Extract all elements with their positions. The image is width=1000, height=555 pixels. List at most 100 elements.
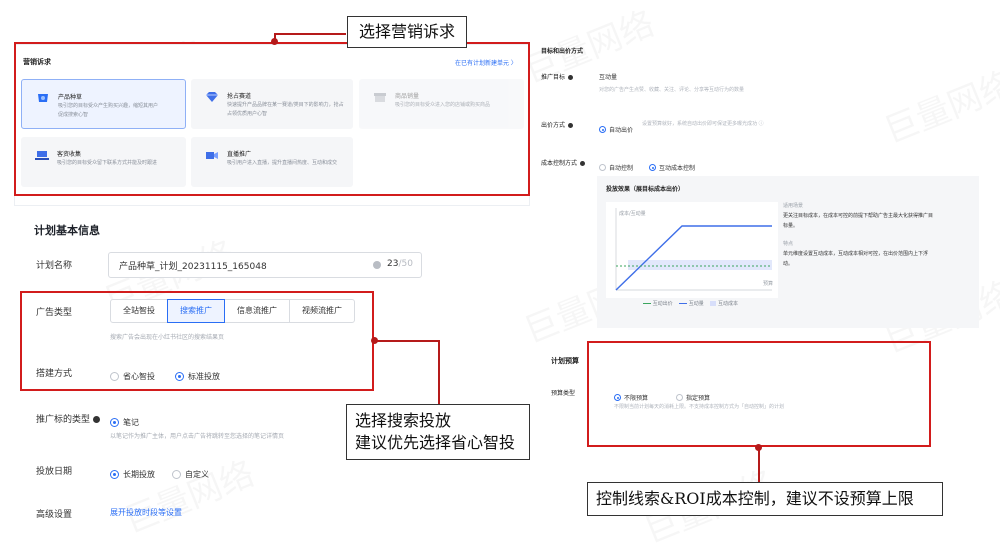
plan-name-value: 产品种草_计划_20231115_165048 bbox=[119, 262, 267, 272]
radio-icon bbox=[676, 394, 683, 401]
info-icon[interactable] bbox=[93, 416, 101, 423]
connector-dot bbox=[271, 38, 278, 45]
date-custom[interactable]: 自定义 bbox=[172, 464, 209, 483]
ad-type-video-feed[interactable]: 视频流推广 bbox=[289, 299, 355, 323]
ad-type-search[interactable]: 搜索推广 bbox=[167, 299, 225, 323]
info-icon[interactable] bbox=[568, 123, 574, 128]
callout-marketing-goal: 选择营销诉求 bbox=[347, 16, 467, 48]
legend-area-icon bbox=[710, 301, 717, 306]
marketing-goal-panel: 营销诉求 在已有计划新建单元 〉 产品种草 吸引您的目标受众产生购买兴趣，缩短其… bbox=[14, 44, 530, 206]
budget-unlimited-label: 不限预算 bbox=[624, 395, 649, 402]
callout-ad-type: 选择搜索投放 建议优先选择省心智投 bbox=[346, 404, 530, 460]
build-mode-standard[interactable]: 标准投放 bbox=[175, 366, 220, 385]
info-icon[interactable] bbox=[568, 75, 574, 80]
legend-line-icon bbox=[643, 303, 651, 304]
highlight-marketing-goal bbox=[14, 42, 530, 196]
goal-card-desc: 促成搜索心智 bbox=[58, 112, 89, 118]
bid-section-title: 目标和出价方式 bbox=[541, 48, 584, 55]
build-mode-standard-label: 标准投放 bbox=[188, 372, 220, 381]
marketing-goal-title: 营销诉求 bbox=[23, 58, 51, 66]
plan-name-label: 计划名称 bbox=[36, 261, 73, 271]
goal-card-title: 抢占赛道 bbox=[227, 93, 252, 100]
goal-label: 推广目标 bbox=[541, 72, 574, 81]
promo-type-label-text: 推广标的类型 bbox=[36, 415, 91, 425]
goal-card-desc: 吸引您的目标受众进入您的店铺或购买商品 bbox=[395, 102, 491, 108]
bid-auto-label: 自动出价 bbox=[609, 127, 634, 134]
budget-specified-label: 指定预算 bbox=[686, 395, 711, 402]
ad-type-hint: 搜索广告会出现在小红书社区的搜索结果页 bbox=[110, 334, 225, 341]
goal-card-live[interactable]: 直播推广 吸引用户进入直播，提升直播间热度、互动和成交 bbox=[191, 137, 353, 187]
budget-specified[interactable]: 指定预算 bbox=[676, 387, 710, 406]
goal-hint: 对您的广告产生点赞、收藏、关注、评论、分享等互动行为的数量 bbox=[599, 87, 745, 93]
bid-method-label-text: 出价方式 bbox=[541, 122, 566, 129]
cost-auto[interactable]: 自动控制 bbox=[599, 157, 633, 176]
goal-card-product-seeding[interactable]: 产品种草 吸引您的目标受众产生购买兴趣，缩短其用户 促成搜索心智 bbox=[21, 79, 186, 129]
radio-icon bbox=[110, 372, 119, 381]
clear-icon[interactable] bbox=[373, 261, 381, 269]
goal-card-desc: 占领优质用户心智 bbox=[227, 111, 268, 117]
radio-checked-icon bbox=[599, 126, 606, 133]
info-icon[interactable] bbox=[580, 161, 586, 166]
callout-text: 选择搜索投放 bbox=[355, 411, 452, 430]
legend-volume: 互动量 bbox=[688, 301, 704, 307]
cost-auto-label: 自动控制 bbox=[609, 165, 634, 172]
budget-unlimited[interactable]: 不限预算 bbox=[614, 387, 648, 406]
goal-card-desc: 快速提升产品品牌在某一赛道/类目下的影响力，抢占 bbox=[227, 102, 344, 108]
goal-card-desc: 吸引用户进入直播，提升直播间热度、互动和成交 bbox=[227, 160, 338, 166]
radio-checked-icon bbox=[614, 394, 621, 401]
goal-card-title: 产品种草 bbox=[58, 94, 83, 101]
side-text-feature-b: 动。 bbox=[783, 261, 794, 267]
watermark: 巨量网络 bbox=[876, 56, 1000, 152]
chart-legend: 互动出价 互动量 互动成本 bbox=[643, 300, 738, 307]
radio-checked-icon bbox=[175, 372, 184, 381]
date-long-term-label: 长期投放 bbox=[123, 470, 155, 479]
connector-line bbox=[374, 340, 440, 342]
char-count: 23/50 bbox=[387, 259, 413, 269]
radio-checked-icon bbox=[110, 470, 119, 479]
goal-card-desc: 吸引您的目标受众产生购买兴趣，缩短其用户 bbox=[58, 103, 159, 109]
promo-type-note[interactable]: 笔记 bbox=[110, 412, 139, 431]
effect-chart bbox=[606, 202, 778, 298]
promo-type-label: 推广标的类型 bbox=[36, 412, 101, 425]
goal-card-desc: 吸引您的目标受众留下联系方式并能及时跟进 bbox=[57, 160, 158, 166]
laptop-icon bbox=[35, 151, 49, 160]
build-mode-smart[interactable]: 省心智投 bbox=[110, 366, 155, 385]
goal-value: 互动量 bbox=[599, 74, 618, 81]
build-mode-label: 搭建方式 bbox=[36, 369, 73, 379]
advanced-link[interactable]: 展开投放时段等设置 bbox=[110, 508, 182, 517]
bid-method-label: 出价方式 bbox=[541, 120, 574, 129]
radio-icon bbox=[172, 470, 181, 479]
connector-line bbox=[438, 340, 440, 404]
budget-hint: 不限制当前计划每天的消耗上限。不支持成本控制方式为「自动控制」的计划 bbox=[614, 404, 785, 410]
date-long-term[interactable]: 长期投放 bbox=[110, 464, 155, 483]
cost-interaction[interactable]: 互动成本控制 bbox=[649, 157, 695, 176]
goal-card-sales[interactable]: 商品销量 吸引您的目标受众进入您的店铺或购买商品 bbox=[359, 79, 524, 129]
goal-card-title: 直播推广 bbox=[227, 151, 252, 158]
side-text-scene-a: 更关注目标成本，在成本可控的前提下帮助广告主最大化获得推广目 bbox=[783, 213, 934, 219]
ad-type-feed[interactable]: 信息流推广 bbox=[224, 299, 290, 323]
watermark: 巨量网络 bbox=[116, 446, 260, 542]
new-unit-link[interactable]: 在已有计划新建单元 〉 bbox=[455, 60, 517, 67]
promo-type-note-label: 笔记 bbox=[123, 418, 139, 427]
goal-card-track[interactable]: 抢占赛道 快速提升产品品牌在某一赛道/类目下的影响力，抢占 占领优质用户心智 bbox=[191, 79, 353, 129]
connector-line bbox=[758, 447, 760, 483]
goal-card-leads[interactable]: 客资收集 吸引您的目标受众留下联系方式并能及时跟进 bbox=[21, 137, 186, 187]
callout-text: 选择营销诉求 bbox=[358, 22, 455, 41]
side-title-feature: 特点 bbox=[783, 241, 794, 247]
goal-label-text: 推广目标 bbox=[541, 74, 566, 81]
chart-x-axis-label: 预算 bbox=[763, 281, 774, 287]
product-icon bbox=[38, 94, 48, 102]
cost-interaction-label: 互动成本控制 bbox=[659, 165, 696, 172]
plan-name-input[interactable]: 产品种草_计划_20231115_165048 23/50 bbox=[108, 252, 422, 278]
legend-line-icon bbox=[679, 303, 688, 304]
budget-title: 计划预算 bbox=[551, 357, 579, 365]
bid-auto[interactable]: 自动出价 bbox=[599, 119, 633, 138]
cost-control-label: 成本控制方式 bbox=[541, 158, 586, 167]
date-label: 投放日期 bbox=[36, 467, 73, 477]
highlight-budget bbox=[587, 341, 931, 447]
side-title-scene: 适用场景 bbox=[783, 203, 804, 209]
callout-budget: 控制线索&ROI成本控制，建议不设预算上限 bbox=[587, 482, 943, 516]
advanced-label: 高级设置 bbox=[36, 510, 73, 520]
radio-icon bbox=[599, 164, 606, 171]
char-count-current: 23 bbox=[387, 259, 399, 269]
